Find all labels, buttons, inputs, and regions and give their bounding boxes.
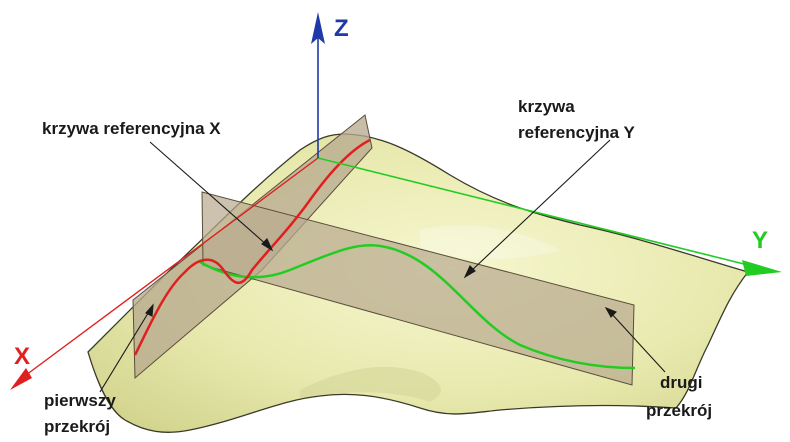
y-axis-arrow (742, 260, 782, 276)
z-axis-label: Z (334, 15, 349, 42)
label-second-section-line2: przekrój (646, 401, 712, 420)
label-second-section-line1: drugi (660, 373, 703, 392)
x-axis-line (21, 157, 319, 379)
label-first-section-line1: pierwszy (44, 391, 116, 410)
second-section-plane (201, 191, 635, 386)
x-axis-arrow (10, 368, 32, 390)
label-ref-curve-y-line1: krzywa (518, 97, 575, 116)
leader-lines (99, 139, 666, 393)
y-axis-label: Y (752, 227, 768, 254)
reference-curve-x (133, 138, 371, 356)
y-axis-line (317, 157, 753, 267)
x-axis-label: X (14, 343, 30, 370)
label-ref-curve-x: krzywa referencyjna X (42, 119, 221, 138)
label-ref-curve-y-line2: referencyjna Y (518, 123, 636, 142)
z-axis-arrow (311, 12, 325, 44)
reference-curve-y (199, 244, 636, 370)
label-first-section-line2: przekrój (44, 417, 110, 436)
